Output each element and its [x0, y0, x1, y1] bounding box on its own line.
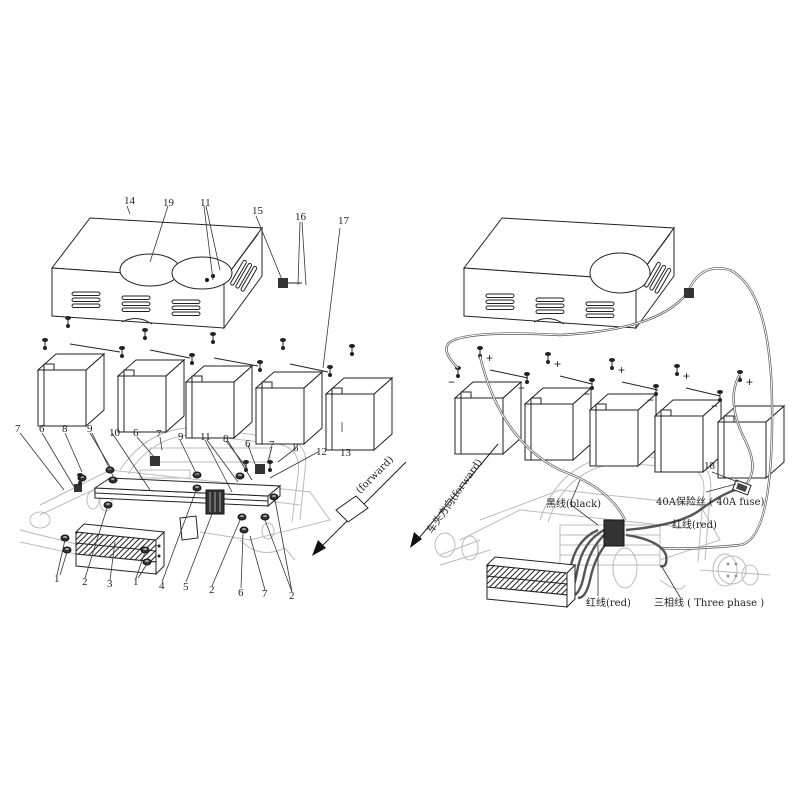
callout-9-mid: 9 [178, 431, 184, 443]
plus-terminal-1: + [486, 351, 493, 365]
wheel-hub [717, 555, 747, 585]
minus-terminal-2: − [518, 381, 525, 395]
battery-cover [51, 217, 302, 329]
wiring-harness [445, 267, 774, 600]
battery-5 [325, 377, 393, 451]
callout-7-left: 7 [15, 423, 21, 435]
callout-8-right: 8 [293, 442, 299, 454]
callout-10: 10 [109, 427, 121, 439]
leader-lines [19, 205, 343, 593]
minus-terminal-1: − [448, 375, 455, 389]
callout-1-b: 1 [133, 576, 139, 588]
callout-18: 18 [704, 460, 716, 472]
forward-direction-arrow: (forward) [312, 454, 407, 556]
left-exploded-view: 14 19 11 15 16 17 13 12 7 6 8 9 10 6 7 9… [15, 195, 407, 602]
callout-8-left: 8 [62, 423, 68, 435]
callout-6-mid: 6 [133, 427, 139, 439]
motor-controller [75, 523, 165, 575]
battery-tray [93, 477, 282, 508]
callout-7-right: 7 [269, 439, 275, 451]
right-assembled-view: + − + − + − + − + − [410, 217, 785, 609]
callout-15: 15 [252, 205, 264, 217]
callout-16: 16 [295, 211, 307, 223]
terminal-block [205, 489, 225, 515]
battery-4 [255, 371, 323, 445]
callout-3: 3 [107, 578, 113, 590]
polarity-markers: + − + − + − + − + − [448, 351, 753, 413]
callout-14: 14 [124, 195, 136, 207]
plus-terminal-3: + [618, 363, 625, 377]
fuse-label: 40A保险丝 ( 40A fuse) [656, 495, 765, 508]
callout-8-mid: 8 [223, 433, 229, 445]
wire-annotations: 黑线(black) 40A保险丝 ( 40A fuse) 红线(red) 红线(… [546, 479, 765, 609]
callout-19: 19 [163, 197, 175, 209]
plus-terminal-5: + [746, 375, 753, 389]
black-wire-label: 黑线(black) [546, 497, 601, 510]
motor-controller-right [486, 556, 576, 608]
minus-terminal-3: − [583, 387, 590, 401]
battery-pack-right [454, 345, 785, 479]
forward-label-right: 车头方向(forward) [424, 456, 485, 536]
red-wire-lower-label: 红线(red) [586, 596, 631, 609]
plus-terminal-2: + [554, 357, 561, 371]
red-wire-upper-label: 红线(red) [672, 518, 717, 531]
callout-6-right: 6 [245, 438, 251, 450]
callout-12: 12 [316, 446, 327, 458]
battery-cover-right [463, 217, 675, 329]
callout-11-mid: 11 [200, 431, 211, 443]
callout-11-top: 11 [200, 197, 211, 209]
relay-box [179, 515, 199, 541]
battery-1 [37, 353, 105, 427]
forward-direction-arrow-right: 车头方向(forward) [410, 443, 499, 548]
charging-connector [684, 288, 694, 298]
callout-17: 17 [338, 215, 350, 227]
callout-4: 4 [159, 580, 165, 592]
callout-6-bot: 6 [238, 587, 244, 599]
callout-2-b: 2 [209, 584, 215, 596]
callout-2-c: 2 [289, 590, 295, 602]
callout-2-a: 2 [82, 576, 88, 588]
callout-1-a: 1 [54, 573, 60, 585]
callout-6-left: 6 [39, 423, 45, 435]
hardware [60, 456, 279, 566]
arrowhead-icon [312, 540, 326, 556]
battery-pack [37, 315, 393, 451]
forward-label: (forward) [354, 454, 396, 496]
minus-terminal-4: − [647, 393, 654, 407]
callout-9-left: 9 [87, 423, 93, 435]
three-phase-label: 三相线 ( Three phase ) [654, 596, 764, 609]
callout-7-bot: 7 [262, 588, 268, 600]
callout-13: 13 [340, 447, 352, 459]
plus-terminal-4: + [683, 369, 690, 383]
arrowhead-icon [410, 532, 422, 548]
minus-terminal-5: − [711, 399, 718, 413]
terminal-block-right [603, 519, 625, 547]
callout-7-mid: 7 [156, 428, 162, 440]
battery-2 [117, 359, 185, 433]
callout-5: 5 [183, 581, 189, 593]
battery-3 [185, 365, 253, 439]
callout-numbers: 14 19 11 15 16 17 13 12 7 6 8 9 10 6 7 9… [15, 195, 352, 602]
